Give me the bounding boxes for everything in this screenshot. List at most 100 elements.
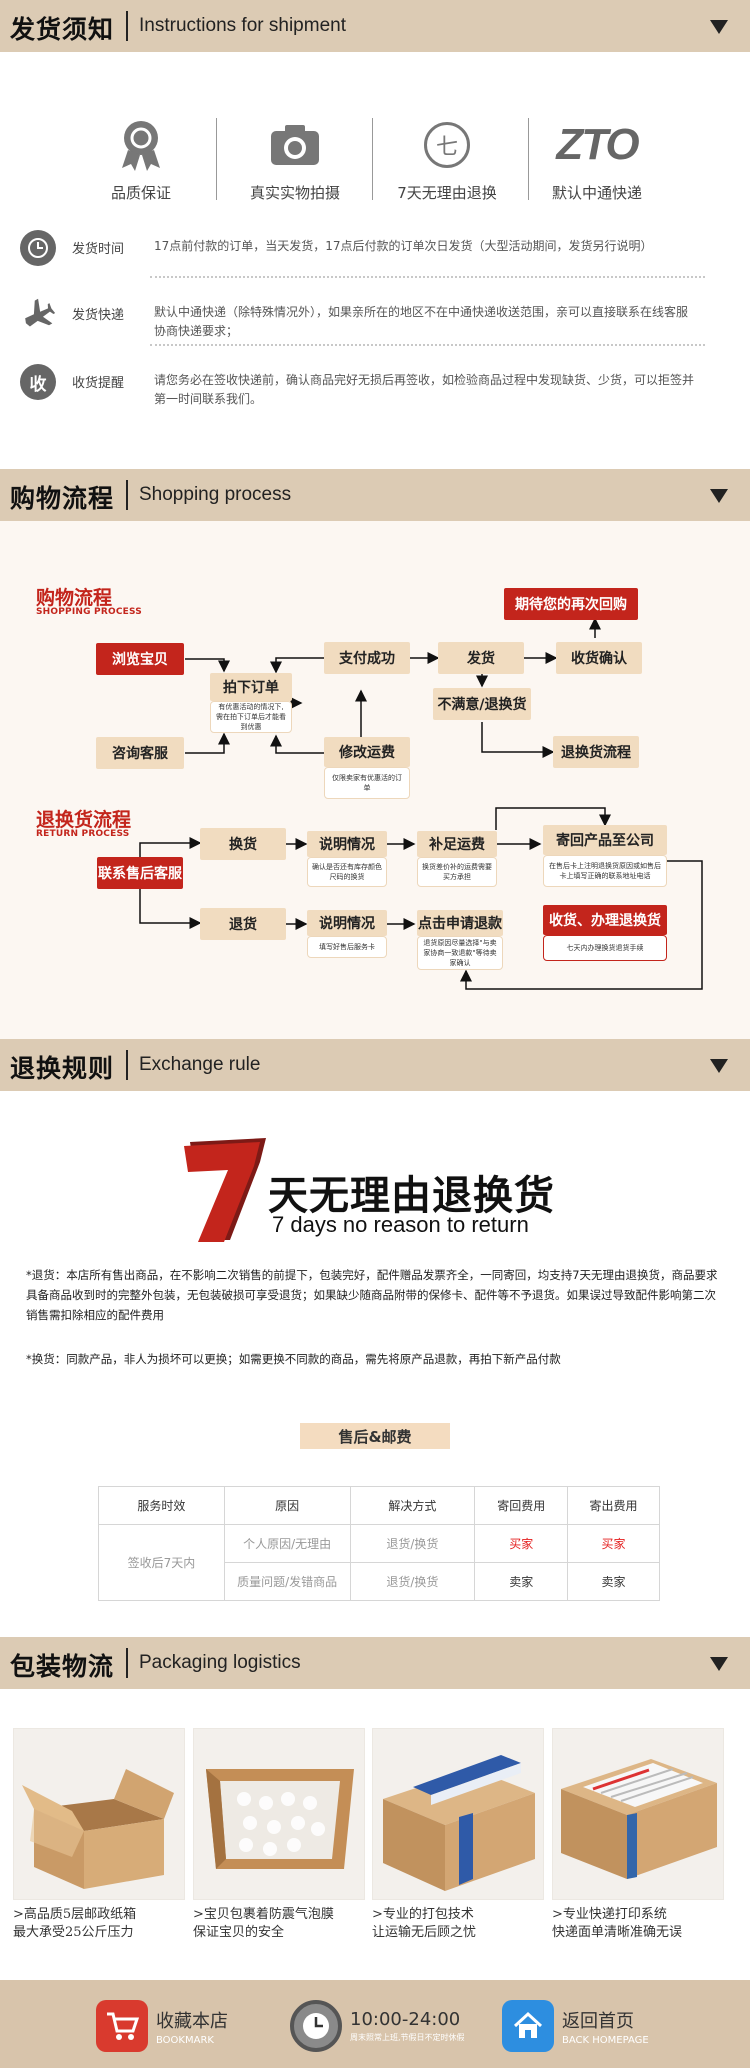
collapse-triangle-icon[interactable]: [710, 489, 728, 503]
step-contact-service: 联系售后客服: [97, 857, 183, 889]
section-header-packaging[interactable]: 包装物流 Packaging logistics: [0, 1637, 750, 1689]
taped-box-image: [372, 1728, 544, 1900]
feature-real-photo: 真实实物拍摄: [220, 118, 370, 203]
step-send-back-note: 在售后卡上注明退换货原因或如售后卡上填写正确的联系地址电话: [543, 855, 667, 887]
clock-icon: [20, 230, 56, 266]
home-icon: [502, 2000, 554, 2052]
step-topup-fee: 补足运费: [417, 831, 497, 857]
step-unsatisfied: 不满意/退换货: [433, 688, 531, 720]
section-header-shipment[interactable]: 发货须知 Instructions for shipment: [0, 0, 750, 52]
divider: [126, 1050, 128, 1080]
step-confirm: 收货确认: [556, 642, 642, 674]
collapse-triangle-icon[interactable]: [710, 1657, 728, 1671]
feature-label: 默认中通快递: [551, 184, 642, 202]
bookmark-link[interactable]: 收藏本店 BOOKMARK: [96, 2000, 228, 2052]
step-apply-refund: 点击申请退款: [417, 910, 503, 936]
info-title: 发货快递: [72, 308, 125, 323]
divider: [126, 1648, 128, 1678]
rule-exchange: *换货：同款产品，非人为损坏可以更换；如需更换不同款的商品，需先将原产品退款，再…: [26, 1352, 561, 1366]
packaging-caption: >高品质5层邮政纸箱 最大承受25公斤压力: [13, 1907, 137, 1940]
table-row: 质量问题/发错商品 退货/换货 卖家 卖家: [99, 1562, 660, 1601]
section-title-cn: 发货须知: [10, 15, 115, 44]
step-order-note: 有优惠活动的情况下,需在拍下订单后才能看到优惠: [210, 701, 292, 733]
packaging-item-label: >专业快递打印系统 快递面单清晰准确无误: [552, 1728, 724, 1942]
table-header-row: 服务时效 原因 解决方式 寄回费用 寄出费用: [98, 1486, 660, 1525]
back-home-label: 返回首页: [562, 2010, 634, 2032]
section-title-en: Instructions for shipment: [139, 15, 346, 36]
feature-zto: ZTO 默认中通快递: [522, 118, 672, 203]
table-header-cell: 服务时效: [98, 1486, 225, 1525]
back-home-link[interactable]: 返回首页 BACK HOMEPAGE: [502, 2000, 649, 2052]
service-hours: 10:00-24:00 周末照常上班,节假日不定时休假: [290, 2000, 465, 2052]
info-text: 17点前付款的订单，当天发货，17点后付款的订单次日发货（大型活动期间，发货另行…: [154, 239, 653, 253]
plane-icon: [20, 296, 56, 332]
step-modify-fee: 修改运费: [324, 737, 410, 767]
seven-emblem: 7: [180, 1132, 270, 1244]
step-explain-1-note: 确认是否还有库存颜色尺码的换货: [307, 857, 387, 887]
after-sale-tag: 售后&邮费: [300, 1423, 450, 1449]
back-home-en: BACK HOMEPAGE: [562, 2034, 649, 2046]
collapse-triangle-icon[interactable]: [710, 1059, 728, 1073]
section-title-cn: 购物流程: [10, 484, 115, 513]
divider: [126, 480, 128, 510]
seven-day-title: 天无理由退换货: [268, 1173, 555, 1219]
table-cell: 退货/换货: [349, 1562, 476, 1601]
step-exchange: 换货: [200, 828, 286, 860]
table-header-cell: 解决方式: [349, 1486, 476, 1525]
seven-glyph: 七: [424, 122, 470, 168]
info-text: 默认中通快递（除特殊情况外），如果亲所在的地区不在中通快递收送范围，亲可以直接联…: [154, 305, 689, 338]
flow-arrows: [139, 617, 703, 990]
divider: [372, 118, 373, 200]
camera-icon: [265, 118, 325, 172]
feature-label: 7天无理由退换: [397, 184, 497, 202]
packaging-caption: >专业快递打印系统 快递面单清晰准确无误: [552, 1907, 683, 1940]
collapse-triangle-icon[interactable]: [710, 20, 728, 34]
info-text: 请您务必在签收快递前，确认商品完好无损后再签收，如检验商品过程中发现缺货、少货，…: [154, 373, 695, 406]
packaging-caption: >专业的打包技术 让运输无后顾之忧: [372, 1907, 477, 1940]
section-header-shopping[interactable]: 购物流程 Shopping process: [0, 469, 750, 521]
table-cell: 买家: [474, 1524, 569, 1563]
table-cell: 卖家: [474, 1562, 569, 1601]
service-note: 周末照常上班,节假日不定时休假: [350, 2033, 465, 2042]
bookmark-en: BOOKMARK: [156, 2034, 214, 2046]
return-flow-title: 退换货流程: [36, 809, 132, 831]
footer-bar: 收藏本店 BOOKMARK 10:00-24:00 周末照常上班,节假日不定时休…: [0, 1980, 750, 2068]
shopping-flow-subtitle: SHOPPING PROCESS: [36, 607, 142, 617]
step-pay: 支付成功: [324, 642, 410, 674]
packaging-item-bubble: >宝贝包裹着防震气泡膜 保证宝贝的安全: [193, 1728, 365, 1942]
step-explain-1: 说明情况: [307, 831, 387, 857]
step-modify-note: 仅限卖家有优惠活的订单: [324, 767, 410, 799]
table-cell-period: 签收后7天内: [98, 1524, 225, 1601]
step-refund: 退货: [200, 908, 286, 940]
info-title: 发货时间: [72, 242, 125, 257]
alarm-clock-icon: [290, 2000, 342, 2052]
info-title: 收货提醒: [72, 376, 125, 391]
seven-3d-shape: [184, 1138, 266, 1242]
section-title-en: Packaging logistics: [139, 1652, 301, 1673]
step-order: 拍下订单: [210, 673, 292, 701]
receive-icon: 收: [20, 364, 56, 400]
feature-seven-day: 七 7天无理由退换: [372, 118, 522, 203]
step-topup-note: 换货差价补的运费需要买方承担: [417, 857, 497, 887]
service-time: 10:00-24:00: [350, 2009, 461, 2030]
table-header-cell: 寄回费用: [474, 1486, 569, 1525]
step-explain-2-note: 填写好售后服务卡: [307, 936, 387, 958]
table-row: 签收后7天内 个人原因/无理由 退货/换货 买家 买家: [98, 1524, 660, 1601]
packaging-item-taped: >专业的打包技术 让运输无后顾之忧: [372, 1728, 544, 1942]
section-title-cn: 退换规则: [10, 1054, 115, 1083]
labeled-box-image: [552, 1728, 724, 1900]
table-cell: 退货/换货: [349, 1524, 476, 1563]
rule-return: *退货：本店所有售出商品，在不影响二次销售的前提下，包装完好，配件赠品发票齐全，…: [26, 1268, 718, 1322]
return-flow-subtitle: RETURN PROCESS: [36, 829, 130, 839]
step-expect: 期待您的再次回购: [504, 588, 638, 620]
step-return-flow: 退换货流程: [553, 736, 639, 768]
divider: [126, 11, 128, 41]
cart-icon: [96, 2000, 148, 2052]
table-cell: 卖家: [567, 1562, 660, 1601]
zto-logo-text: ZTO: [556, 120, 639, 169]
divider: [528, 118, 529, 200]
seven-day-subtitle: 7 days no reason to return: [272, 1212, 529, 1237]
section-header-exchange[interactable]: 退换规则 Exchange rule: [0, 1039, 750, 1091]
divider: [216, 118, 217, 200]
packaging-item-carton: >高品质5层邮政纸箱 最大承受25公斤压力: [13, 1728, 185, 1942]
